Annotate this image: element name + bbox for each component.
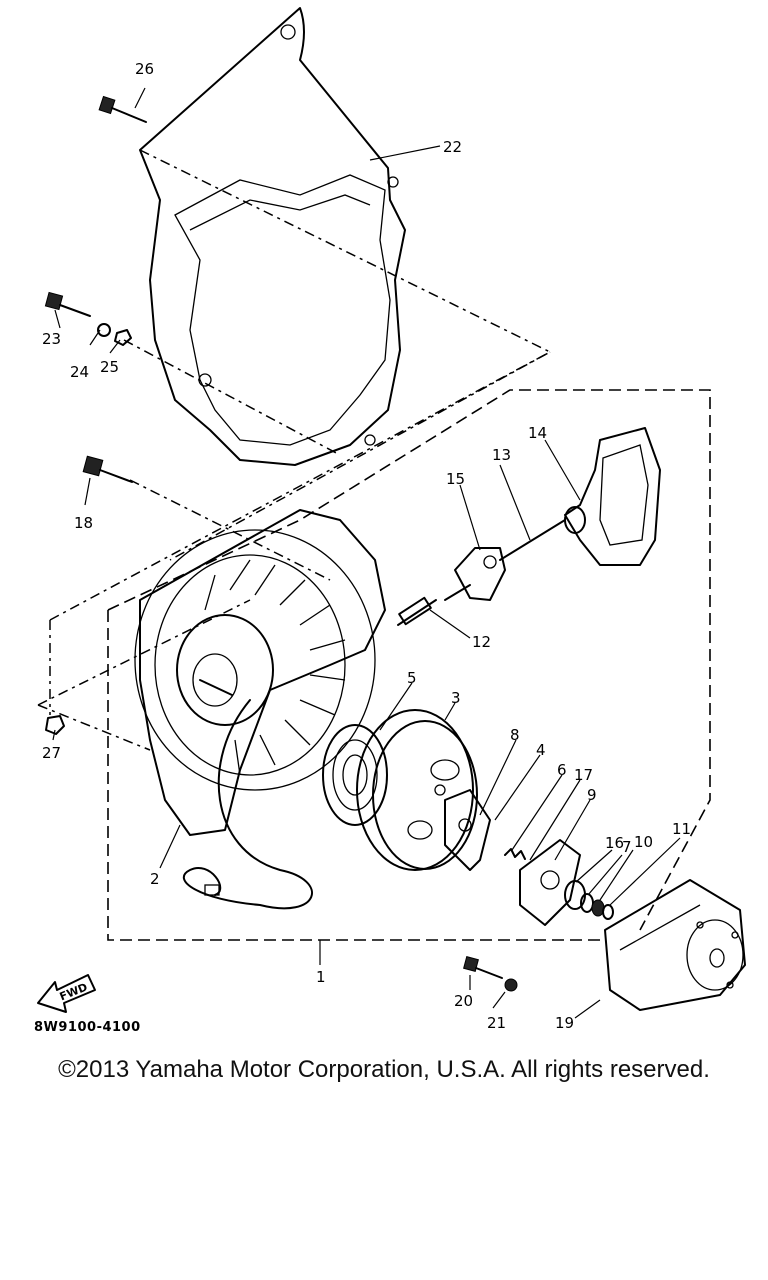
bolt-20 (463, 956, 503, 979)
callout-19: 19 (555, 1014, 574, 1032)
spring-6 (504, 848, 526, 860)
callout-6: 6 (557, 761, 567, 779)
bolt-23 (44, 291, 91, 317)
callout-2: 2 (150, 870, 160, 888)
callout-21: 21 (487, 1014, 506, 1032)
bolt-18 (82, 455, 133, 483)
callout-3: 3 (451, 689, 461, 707)
callout-18: 18 (74, 514, 93, 532)
callout-15: 15 (446, 470, 465, 488)
drawing-code: 8W9100-4100 (34, 1020, 141, 1035)
pulley-3 (356, 709, 478, 871)
drive-plate-9 (519, 839, 581, 926)
washer-21 (504, 978, 518, 992)
callout-23: 23 (42, 330, 61, 348)
spiral-spring-5 (322, 724, 388, 826)
callout-16: 16 (605, 834, 624, 852)
callout-4: 4 (536, 741, 546, 759)
rope-13 (499, 519, 566, 561)
callout-labels: 26 22 23 24 25 18 27 2 12 13 14 15 5 3 8… (42, 60, 691, 1032)
callout-11: 11 (672, 820, 691, 838)
callout-13: 13 (492, 446, 511, 464)
fwd-arrow-icon: FWD (37, 974, 96, 1013)
nut-27 (45, 715, 65, 735)
rope-guide-15 (444, 547, 506, 601)
callout-9: 9 (587, 786, 597, 804)
callout-14: 14 (528, 424, 547, 442)
starter-cup-19 (604, 879, 746, 1011)
shroud-cover (139, 7, 406, 466)
starter-case (134, 509, 386, 910)
copyright-notice: ©2013 Yamaha Motor Corporation, U.S.A. A… (58, 1056, 710, 1083)
callout-25: 25 (100, 358, 119, 376)
callout-27: 27 (42, 744, 61, 762)
callout-12: 12 (472, 633, 491, 651)
bolt-26 (98, 95, 147, 123)
parts-diagram: FWD 26 22 23 24 25 18 (37, 7, 746, 1032)
callout-22: 22 (443, 138, 462, 156)
washer-11 (602, 904, 614, 920)
starter-handle-14 (564, 427, 661, 566)
callout-10: 10 (634, 833, 653, 851)
washer-24 (97, 323, 111, 337)
pawl-4 (444, 789, 491, 871)
callout-7: 7 (622, 838, 632, 856)
callout-26: 26 (135, 60, 154, 78)
callout-20: 20 (454, 992, 473, 1010)
callout-5: 5 (407, 669, 417, 687)
callout-8: 8 (510, 726, 520, 744)
callout-24: 24 (70, 363, 89, 381)
callout-17: 17 (574, 766, 593, 784)
callout-1: 1 (316, 968, 326, 986)
shaft-12 (397, 596, 437, 626)
